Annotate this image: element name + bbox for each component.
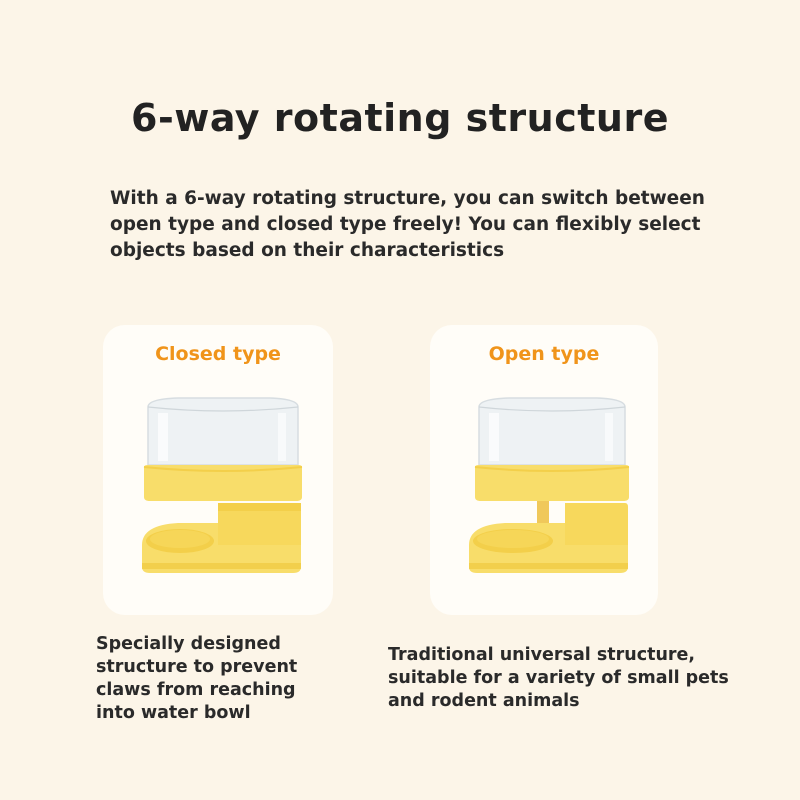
closed-type-label: Closed type — [155, 343, 281, 365]
closed-type-card: Closed type — [103, 325, 333, 615]
open-type-feeder-image — [469, 397, 630, 573]
closed-type-description: Specially designed structure to prevent … — [96, 634, 298, 723]
closed-type-feeder-image — [142, 397, 303, 573]
open-type-label: Open type — [488, 343, 600, 365]
open-type-card: Open type — [430, 325, 658, 615]
page-title: 6-way rotating structure — [131, 96, 669, 140]
intro-text: With a 6-way rotating structure, you can… — [110, 188, 705, 261]
open-type-description: Traditional universal structure, suitabl… — [388, 645, 729, 711]
